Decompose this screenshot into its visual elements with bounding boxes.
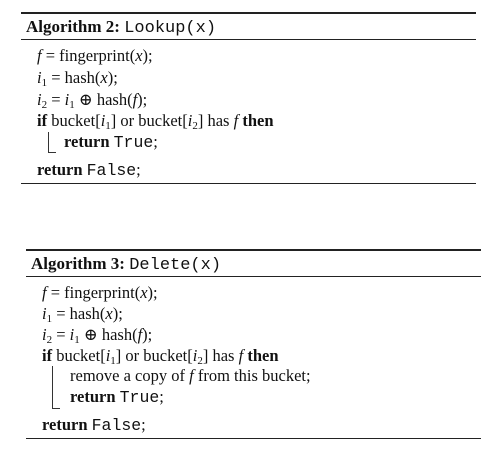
line-remove: remove a copy of f from this bucket;: [70, 366, 311, 385]
title-rule: [26, 276, 481, 277]
line-hash-i1: i1 = hash(x);: [37, 68, 118, 89]
algorithm-title: Algorithm 2: Lookup(x): [26, 17, 216, 39]
algorithm-label: Algorithm 3:: [31, 254, 125, 273]
algorithm-2: Algorithm 2: Lookup(x) f = fingerprint(x…: [0, 0, 492, 200]
block-bar: [48, 132, 56, 153]
line-if: if bucket[i1] or bucket[i2] has f then: [37, 111, 274, 132]
line-return-false: return False;: [42, 415, 146, 435]
line-if: if bucket[i1] or bucket[i2] has f then: [42, 346, 279, 367]
algorithm-title: Algorithm 3: Delete(x): [31, 254, 221, 276]
top-rule: [26, 249, 481, 251]
line-return-true: return True;: [64, 132, 158, 152]
bottom-rule: [26, 438, 481, 439]
line-hash-i2: i2 = i1 ⊕ hash(f);: [37, 90, 148, 111]
procedure-name: Delete(x): [129, 256, 222, 275]
algorithm-label: Algorithm 2:: [26, 17, 120, 36]
title-rule: [21, 39, 476, 40]
line-fingerprint: f = fingerprint(x);: [42, 283, 158, 302]
line-return-false: return False;: [37, 160, 141, 180]
line-hash-i1: i1 = hash(x);: [42, 304, 123, 325]
line-fingerprint: f = fingerprint(x);: [37, 46, 153, 65]
top-rule: [21, 12, 476, 14]
block-bar: [52, 366, 60, 409]
line-hash-i2: i2 = i1 ⊕ hash(f);: [42, 325, 153, 346]
procedure-name: Lookup(x): [124, 19, 217, 38]
bottom-rule: [21, 183, 476, 184]
line-return-true: return True;: [70, 387, 164, 407]
